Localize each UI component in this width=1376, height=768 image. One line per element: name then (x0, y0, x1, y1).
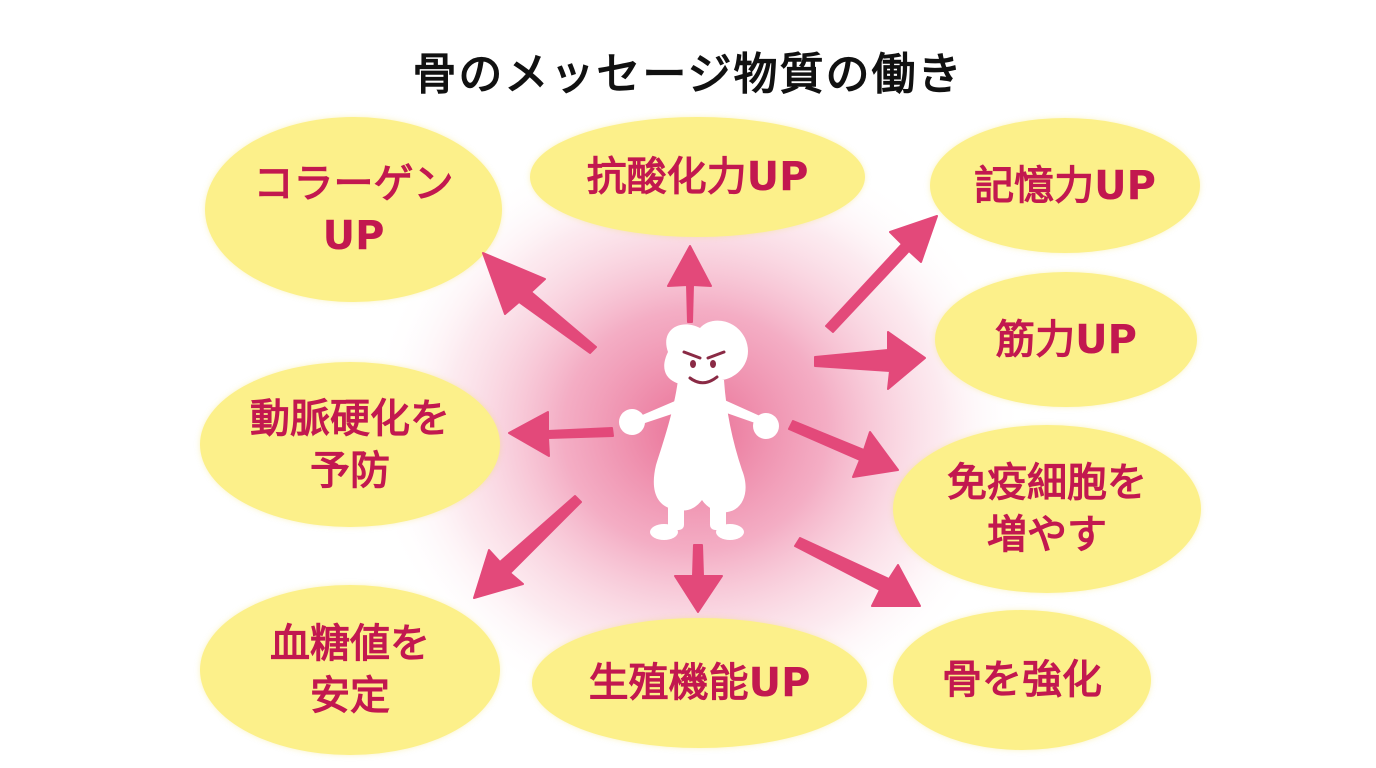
label-collagen: コラーゲン UP (253, 160, 454, 259)
arrow-reproductive (674, 544, 723, 613)
arrow-immune (788, 420, 899, 478)
label-antioxidant: 抗酸化力UP (586, 154, 809, 200)
label-reproductive: 生殖機能UP (588, 660, 811, 706)
bubble-antioxidant: 抗酸化力UP (530, 117, 865, 237)
label-memory: 記憶力UP (974, 162, 1156, 209)
arrow-muscle (814, 331, 926, 390)
bubble-memory: 記憶力UP (930, 118, 1200, 253)
label-arteriosclerosis: 動脈硬化を 予防 (250, 395, 450, 494)
bubble-blood-sugar: 血糖値を 安定 (200, 585, 500, 755)
bubble-collagen: コラーゲン UP (205, 117, 502, 302)
label-immune: 免疫細胞を 増やす (947, 460, 1147, 558)
arrow-arteriosclerosis (508, 411, 614, 457)
label-muscle: 筋力UP (995, 316, 1137, 363)
bubble-reproductive: 生殖機能UP (532, 618, 867, 748)
character-face (682, 350, 726, 385)
arrow-blood-sugar (473, 495, 582, 599)
arrow-antioxidant (667, 245, 712, 323)
diagram-title: 骨のメッセージ物質の働き (412, 49, 964, 100)
arrow-memory (825, 215, 938, 333)
bubble-bone: 骨を強化 (893, 610, 1151, 750)
label-blood-sugar: 血糖値を 安定 (270, 621, 430, 719)
bubble-muscle: 筋力UP (935, 272, 1197, 407)
bubble-arteriosclerosis: 動脈硬化を 予防 (200, 362, 500, 527)
bubble-immune: 免疫細胞を 増やす (893, 425, 1201, 593)
label-bone: 骨を強化 (942, 657, 1102, 703)
arrow-bone (794, 537, 921, 607)
arrow-collagen (482, 252, 597, 354)
